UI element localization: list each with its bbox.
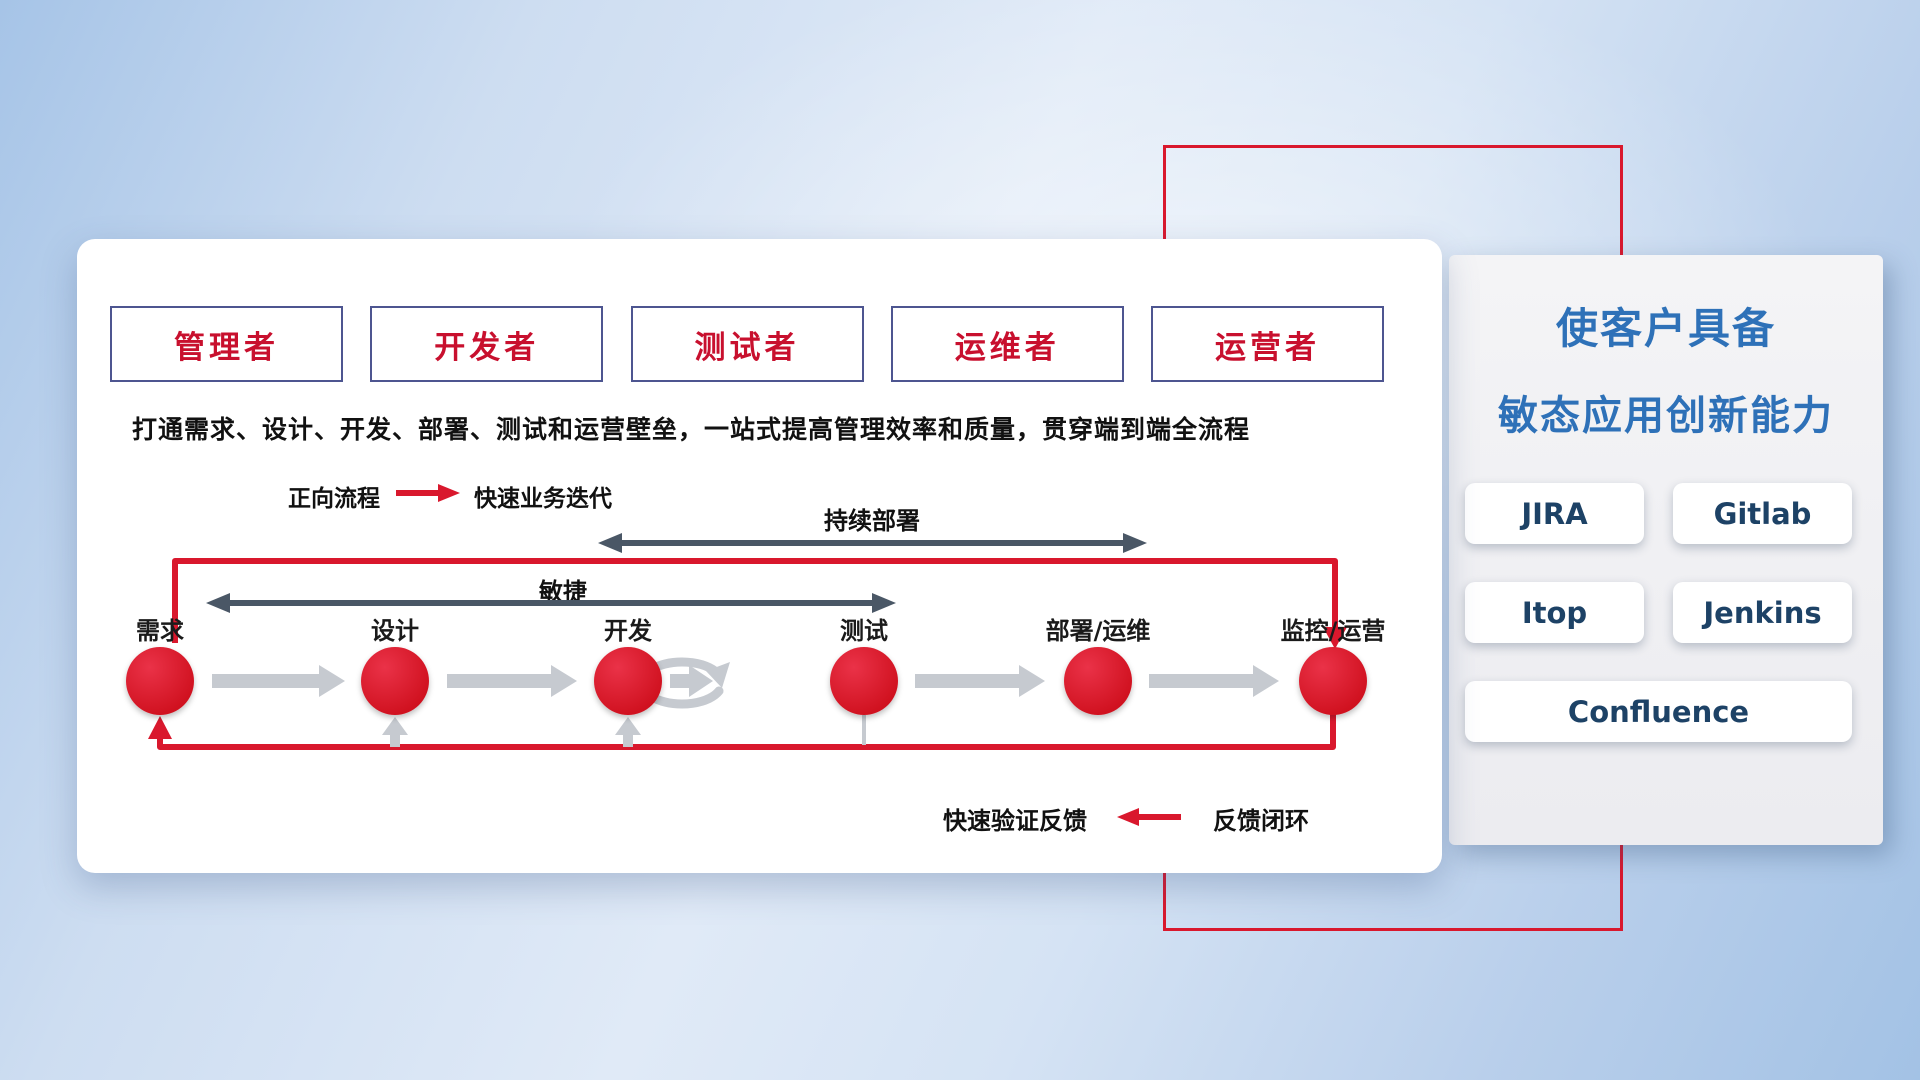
tool-badge-gitlab: Gitlab <box>1673 483 1852 544</box>
step-label-requirement: 需求 <box>136 617 184 645</box>
red-feedback-loop <box>148 713 1336 750</box>
step-label-test: 测试 <box>840 617 888 645</box>
step-circle-design <box>361 647 429 715</box>
role-box-developer: 开发者 <box>370 306 604 382</box>
capability-panel: 使客户具备 敏态应用创新能力 JIRA Gitlab Itop Jenkins … <box>1449 255 1883 845</box>
tool-badge-itop: Itop <box>1465 582 1644 643</box>
tool-badge-jenkins: Jenkins <box>1673 582 1852 643</box>
tool-badge-confluence: Confluence <box>1465 681 1852 742</box>
red-forward-loop <box>172 558 1347 649</box>
legend-forward-value: 快速业务迭代 <box>474 486 612 512</box>
flow-description: 打通需求、设计、开发、部署、测试和运营壁垒，一站式提高管理效率和质量，贯穿端到端… <box>132 415 1251 444</box>
step-label-develop: 开发 <box>604 617 652 645</box>
capability-title-line2: 敏态应用创新能力 <box>1498 393 1834 439</box>
role-row: 管理者 开发者 测试者 运维者 运营者 <box>110 306 1384 382</box>
step-circle-test <box>830 647 898 715</box>
step-circle-deploy-ops <box>1064 647 1132 715</box>
legend-forward: 正向流程 快速业务迭代 <box>288 479 612 513</box>
step-circle-requirement <box>126 647 194 715</box>
tool-badge-jira: JIRA <box>1465 483 1644 544</box>
flow-connectors <box>148 533 1347 750</box>
legend-feedback-label: 快速验证反馈 <box>943 807 1087 835</box>
step-label-design: 设计 <box>371 617 419 645</box>
role-box-tester: 测试者 <box>630 306 864 382</box>
legend-feedback-value: 反馈闭环 <box>1213 807 1309 835</box>
continuous-deployment-arrow-icon <box>598 533 1147 553</box>
agile-arrow-icon <box>206 593 896 613</box>
step-flow-arrows <box>212 665 1279 697</box>
feedback-up-arrows <box>382 715 866 747</box>
role-box-operator: 运营者 <box>1151 306 1384 382</box>
step-circle-monitor-op <box>1299 647 1367 715</box>
legend-feedback: 快速验证反馈 反馈闭环 <box>943 801 1309 836</box>
role-box-ops: 运维者 <box>890 306 1124 382</box>
forward-arrow-icon <box>394 483 460 509</box>
continuous-deployment-label: 持续部署 <box>824 507 920 535</box>
step-circle-develop <box>594 647 662 715</box>
legend-forward-label: 正向流程 <box>288 486 380 512</box>
devops-flow-panel: 管理者 开发者 测试者 运维者 运营者 打通需求、设计、开发、部署、测试和运营壁… <box>77 239 1442 873</box>
role-box-manager: 管理者 <box>110 306 343 382</box>
step-label-monitor-op: 监控/运营 <box>1280 617 1386 645</box>
capability-title-line1: 使客户具备 <box>1555 304 1776 353</box>
step-label-deploy-ops: 部署/运维 <box>1045 617 1151 645</box>
feedback-arrow-icon <box>1117 805 1183 833</box>
